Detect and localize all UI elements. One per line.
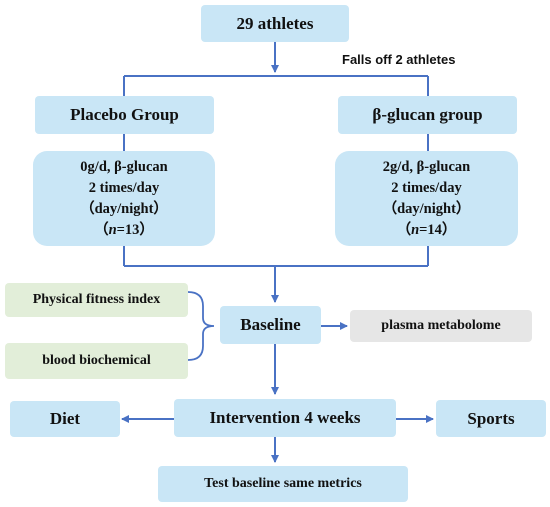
blood-biochemical-label: blood biochemical <box>42 353 151 368</box>
diet-box: Diet <box>10 401 120 437</box>
glucan-title: β-glucan group <box>372 105 483 124</box>
physical-fitness-label: Physical fitness index <box>32 292 161 307</box>
plasma-box: plasma metabolome <box>350 310 532 342</box>
glucan-title-box: β-glucan group <box>338 96 517 134</box>
placebo-detail-box: 0g/d, β-glucan 2 times/day （day/night） （… <box>33 151 215 246</box>
placebo-title-box: Placebo Group <box>35 96 214 134</box>
glucan-dose: 2g/d, β-glucan <box>382 158 471 175</box>
placebo-timing: （day/night） <box>80 200 168 217</box>
glucan-detail-box: 2g/d, β-glucan 2 times/day （day/night） （… <box>335 151 518 246</box>
placebo-title: Placebo Group <box>70 105 179 124</box>
baseline-box: Baseline <box>220 306 321 344</box>
glucan-freq: 2 times/day <box>391 179 462 196</box>
placebo-dose: 0g/d, β-glucan <box>80 158 168 175</box>
plasma-label: plasma metabolome <box>381 318 501 333</box>
blood-biochemical-box: blood biochemical <box>5 343 188 379</box>
sports-label: Sports <box>467 408 515 428</box>
top-box: 29 athletes <box>201 5 349 42</box>
intervention-box: Intervention 4 weeks <box>174 399 396 437</box>
test-label: Test baseline same metrics <box>204 476 362 491</box>
test-box: Test baseline same metrics <box>158 466 408 502</box>
placebo-n: （n=13） <box>94 221 154 238</box>
baseline-label: Baseline <box>240 315 301 334</box>
dropout-label: Falls off 2 athletes <box>342 52 456 67</box>
top-label: 29 athletes <box>236 13 314 33</box>
diet-label: Diet <box>49 409 81 428</box>
physical-fitness-box: Physical fitness index <box>5 283 188 317</box>
placebo-freq: 2 times/day <box>88 179 160 196</box>
glucan-n: （n=14） <box>396 221 457 238</box>
intervention-label: Intervention 4 weeks <box>209 408 361 427</box>
sports-box: Sports <box>436 400 546 437</box>
brace <box>187 291 215 361</box>
glucan-timing: （day/night） <box>382 200 471 217</box>
